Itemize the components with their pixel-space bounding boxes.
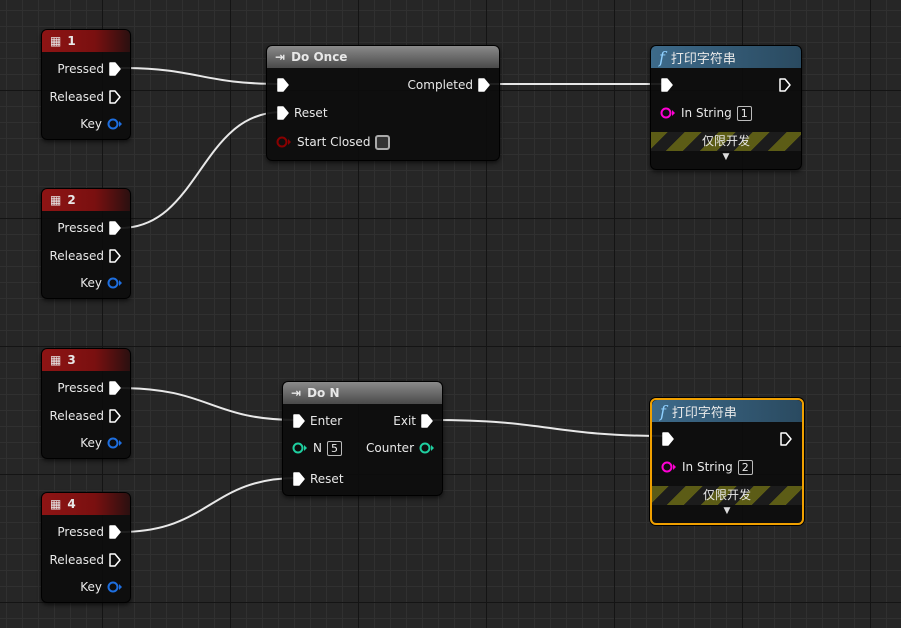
string-pin-icon[interactable] — [660, 107, 676, 119]
wire — [431, 419, 667, 437]
exec-pin[interactable] — [780, 432, 792, 446]
pin-key[interactable]: Key — [80, 579, 123, 595]
pin-start-closed[interactable]: Start Closed — [276, 134, 391, 150]
pin-enter[interactable]: Enter — [293, 413, 342, 429]
key-pin-icon[interactable] — [107, 118, 123, 130]
pin-exec-in[interactable] — [661, 77, 673, 93]
exec-pin[interactable] — [277, 78, 289, 92]
pin-exit[interactable]: Exit — [393, 413, 433, 429]
exec-pin[interactable] — [661, 78, 673, 92]
int-pin-icon[interactable] — [419, 442, 435, 454]
node-header: ▦3 — [42, 349, 130, 371]
exec-pin[interactable] — [293, 472, 305, 486]
key-pin-icon[interactable] — [107, 437, 123, 449]
node-header: ▦2 — [42, 189, 130, 211]
bool-pin-icon[interactable] — [276, 136, 292, 148]
wire — [119, 477, 298, 533]
pin-exec-in[interactable] — [277, 77, 289, 93]
exec-pin[interactable] — [662, 432, 674, 446]
exec-pin[interactable] — [109, 249, 121, 263]
node-header: ⇥Do N — [283, 382, 442, 404]
do-once-node[interactable]: ⇥Do Once Completed Reset Start Closed — [266, 45, 500, 161]
development-only-banner: 仅限开发 — [652, 486, 802, 505]
exec-pin[interactable] — [109, 381, 121, 395]
development-only-banner: 仅限开发 — [651, 132, 801, 151]
pin-exec-out[interactable] — [779, 77, 791, 93]
pin-key[interactable]: Key — [80, 435, 123, 451]
exec-pin[interactable] — [478, 78, 490, 92]
function-icon: f — [659, 47, 665, 67]
function-icon: f — [660, 401, 666, 421]
exec-pin[interactable] — [109, 525, 121, 539]
key-pin-icon[interactable] — [107, 581, 123, 593]
in-string-input[interactable]: 2 — [737, 459, 753, 475]
pin-exec-in[interactable] — [662, 431, 674, 447]
pin-released[interactable]: Released — [49, 89, 121, 105]
pin-pressed[interactable]: Pressed — [57, 380, 121, 396]
key-event-node-1[interactable]: ▦1 Pressed Released Key — [41, 29, 131, 140]
do-once-icon: ⇥ — [275, 50, 286, 64]
pin-counter[interactable]: Counter — [366, 440, 435, 456]
keyboard-icon: ▦ — [50, 193, 62, 207]
key-event-node-2[interactable]: ▦2 Pressed Released Key — [41, 188, 131, 299]
pin-pressed[interactable]: Pressed — [57, 220, 121, 236]
wire — [119, 111, 283, 229]
pin-exec-out[interactable] — [780, 431, 792, 447]
expand-arrow-icon[interactable]: ▼ — [722, 152, 730, 162]
exec-pin[interactable] — [109, 90, 121, 104]
node-header: ▦1 — [42, 30, 130, 52]
wire — [119, 67, 283, 85]
n-input[interactable]: 5 — [326, 440, 342, 456]
pin-reset[interactable]: Reset — [277, 105, 328, 121]
node-header: ▦4 — [42, 493, 130, 515]
pin-released[interactable]: Released — [49, 408, 121, 424]
exec-pin[interactable] — [277, 106, 289, 120]
int-pin-icon[interactable] — [292, 442, 308, 454]
string-pin-icon[interactable] — [661, 461, 677, 473]
exec-pin[interactable] — [109, 409, 121, 423]
start-closed-checkbox[interactable] — [375, 134, 391, 150]
pin-pressed[interactable]: Pressed — [57, 61, 121, 77]
pin-reset[interactable]: Reset — [293, 471, 344, 487]
pin-released[interactable]: Released — [49, 248, 121, 264]
key-pin-icon[interactable] — [107, 277, 123, 289]
pin-released[interactable]: Released — [49, 552, 121, 568]
pin-key[interactable]: Key — [80, 116, 123, 132]
exec-pin[interactable] — [421, 414, 433, 428]
expand-arrow-icon[interactable]: ▼ — [723, 506, 731, 516]
pin-pressed[interactable]: Pressed — [57, 524, 121, 540]
exec-pin[interactable] — [293, 414, 305, 428]
keyboard-icon: ▦ — [50, 34, 62, 48]
keyboard-icon: ▦ — [50, 497, 62, 511]
keyboard-icon: ▦ — [50, 353, 62, 367]
exec-pin[interactable] — [779, 78, 791, 92]
key-event-node-4[interactable]: ▦4 Pressed Released Key — [41, 492, 131, 603]
key-event-node-3[interactable]: ▦3 Pressed Released Key — [41, 348, 131, 459]
pin-completed[interactable]: Completed — [408, 77, 490, 93]
exec-pin[interactable] — [109, 62, 121, 76]
pin-key[interactable]: Key — [80, 275, 123, 291]
in-string-input[interactable]: 1 — [736, 105, 752, 121]
node-header: ⇥Do Once — [267, 46, 499, 68]
exec-pin[interactable] — [109, 221, 121, 235]
exec-pin[interactable] — [109, 553, 121, 567]
wire — [119, 387, 298, 421]
do-n-icon: ⇥ — [291, 386, 302, 400]
